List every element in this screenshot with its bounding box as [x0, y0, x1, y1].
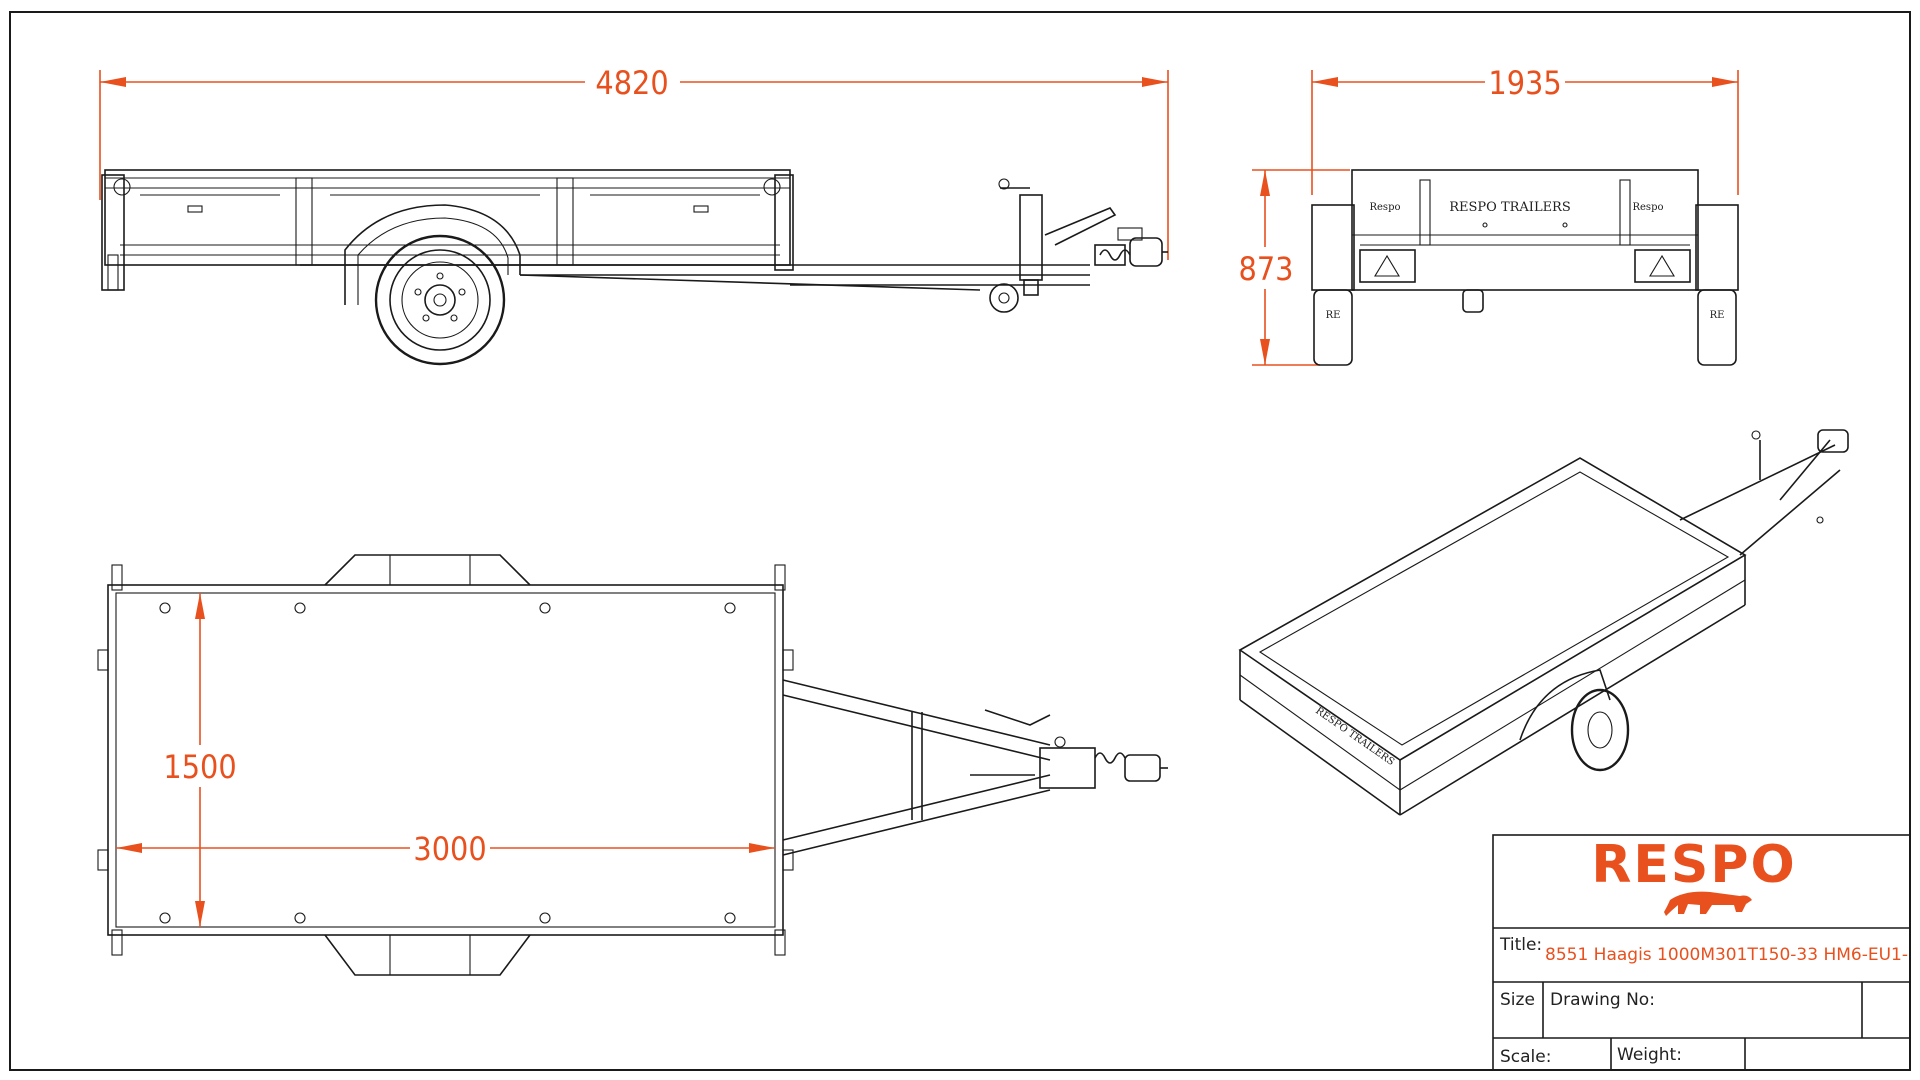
respo-logo: RESPO: [1591, 835, 1796, 895]
dim-label-box-width: 1500: [163, 748, 236, 786]
iso-view: RESPO TRAILERS: [1238, 429, 1849, 816]
drawing-no-label: Drawing No:: [1550, 990, 1655, 1010]
sheet-border: [9, 11, 1911, 1071]
front-badge-right: Respo: [1632, 202, 1663, 213]
dim-box-width: 1500: [163, 593, 237, 927]
dim-label-box-length: 3000: [413, 830, 486, 868]
scale-label: Scale:: [1500, 1047, 1551, 1067]
title-block: RESPO Title: 8551 Haagis 1000M301T150-33…: [1492, 834, 1911, 1071]
title-label: Title:: [1499, 935, 1542, 955]
dim-label-height: 873: [1239, 250, 1294, 288]
bull-logo-icon: [1664, 891, 1752, 916]
side-jockey-wheel: [989, 178, 1043, 313]
top-box: [107, 584, 784, 936]
svg-text:RE: RE: [1326, 310, 1341, 321]
size-label: Size: [1500, 990, 1535, 1010]
top-bolts: [159, 602, 736, 924]
top-view: 1500 3000: [97, 554, 1168, 976]
front-panel-text: RESPO TRAILERS: [1449, 200, 1571, 215]
side-wheel: [374, 234, 506, 366]
side-coupling: [1044, 207, 1168, 267]
title-value: 8551 Haagis 1000M301T150-33 HM6-EU1-: [1545, 945, 1908, 965]
dim-overall-length: 4820: [99, 62, 1169, 260]
svg-text:RE: RE: [1710, 310, 1725, 321]
dim-box-length: 3000: [116, 828, 775, 868]
dim-label-overall-width: 1935: [1488, 64, 1561, 102]
front-view: 1935 873 RESPO TRAILERS Respo Respo RE: [1238, 62, 1739, 366]
front-box: [1351, 169, 1699, 291]
weight-label: Weight:: [1617, 1045, 1682, 1065]
dim-height: 873: [1238, 169, 1350, 366]
dim-label-overall-length: 4820: [595, 64, 668, 102]
dim-overall-width: 1935: [1311, 62, 1739, 195]
front-badge-left: Respo: [1369, 202, 1400, 213]
side-view: 4820: [99, 62, 1169, 366]
